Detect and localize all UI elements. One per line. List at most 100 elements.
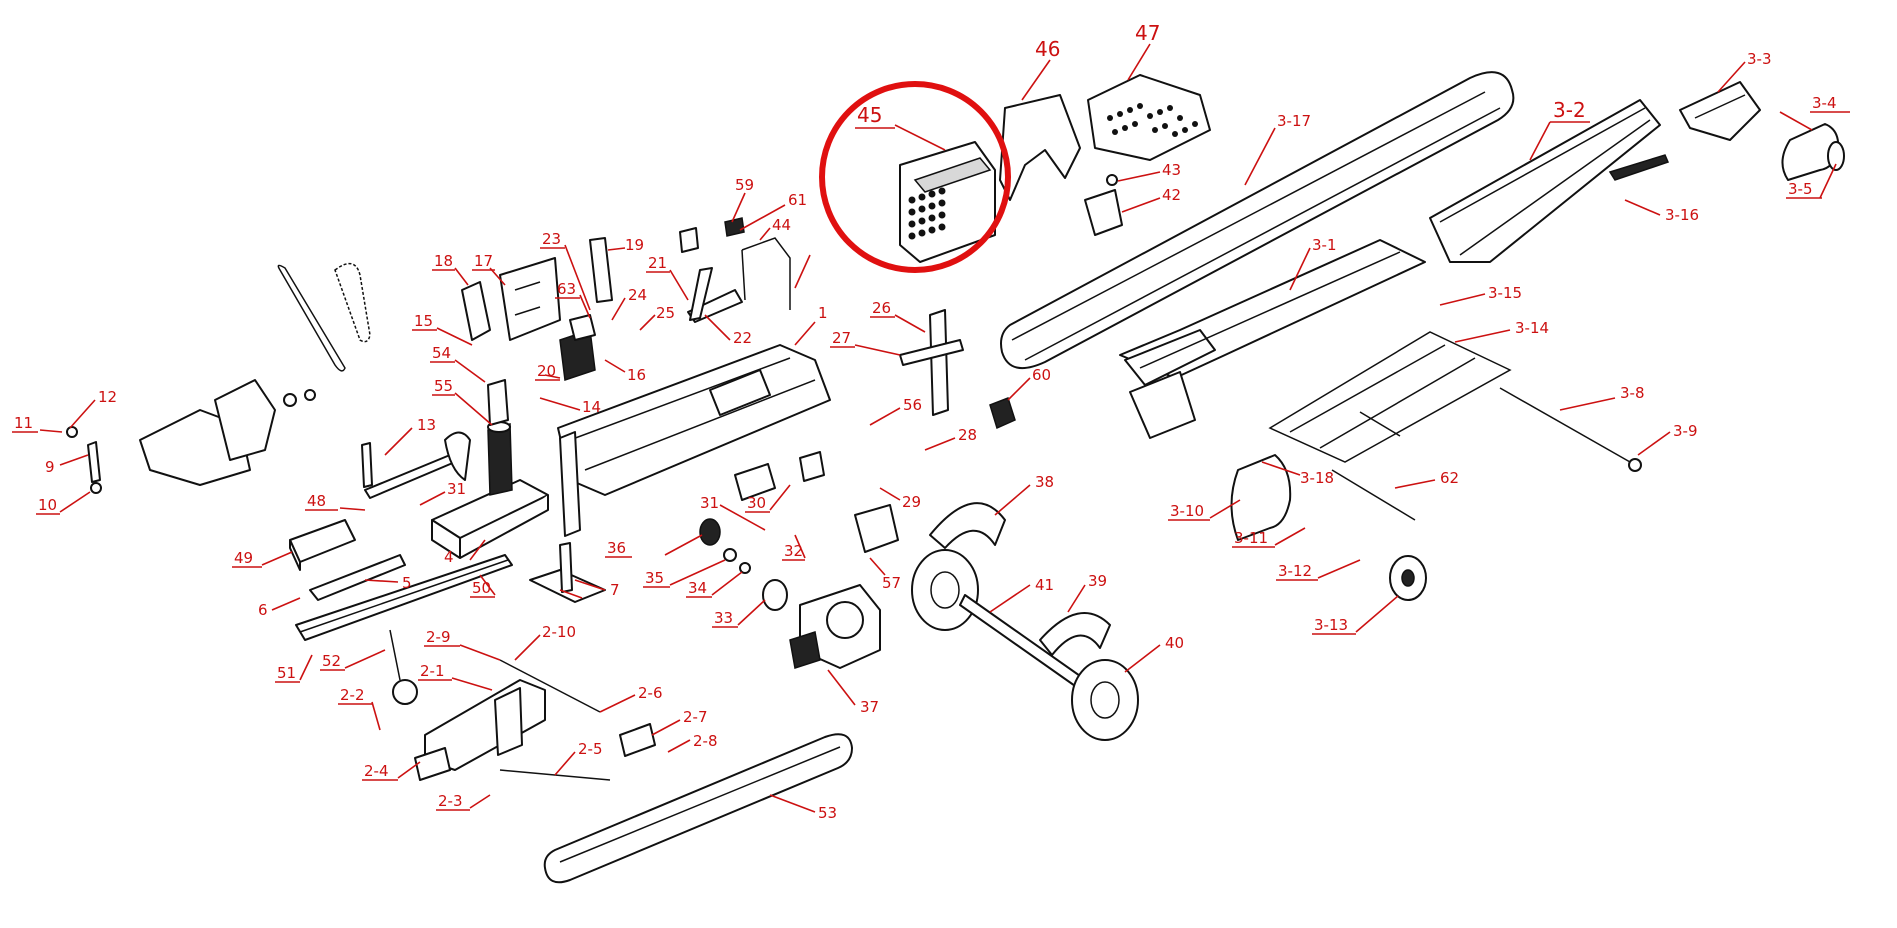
spring-55 <box>487 421 513 496</box>
callout-18: 18 <box>434 252 453 270</box>
perforation-holes <box>908 187 946 240</box>
bracket-61 <box>724 217 745 237</box>
callout-2-9: 2-9 <box>426 628 451 646</box>
callout-22: 22 <box>733 329 752 347</box>
fender-39 <box>1039 612 1111 656</box>
callout-35: 35 <box>645 569 664 587</box>
plate-18 <box>461 281 491 341</box>
callout-12: 12 <box>98 388 117 406</box>
callout-19: 19 <box>625 236 644 254</box>
callout-2-4: 2-4 <box>364 762 389 780</box>
wheel-left <box>911 549 979 631</box>
callout-3-9: 3-9 <box>1673 422 1698 440</box>
conveyor-frame-3-1 <box>1119 239 1426 439</box>
callout-28: 28 <box>958 426 977 444</box>
callout-41: 41 <box>1035 576 1054 594</box>
callout-50: 50 <box>472 579 491 597</box>
callout-52: 52 <box>322 652 341 670</box>
callout-3-12: 3-12 <box>1278 562 1312 580</box>
callout-26: 26 <box>872 299 891 317</box>
callout-4: 4 <box>444 548 454 566</box>
callout-9: 9 <box>45 458 55 476</box>
callout-44: 44 <box>772 216 791 234</box>
callout-51: 51 <box>277 664 296 682</box>
lever-21-22 <box>687 267 743 323</box>
callout-38: 38 <box>1035 473 1054 491</box>
callout-43: 43 <box>1162 161 1181 179</box>
callout-3-16: 3-16 <box>1665 206 1699 224</box>
beam-50 <box>295 554 513 641</box>
part-drawings <box>66 71 1845 884</box>
callout-60: 60 <box>1032 366 1051 384</box>
fender-38 <box>929 502 1006 549</box>
splitter-body-1 <box>557 344 831 537</box>
callout-10: 10 <box>38 496 57 514</box>
small-parts-9-12 <box>66 426 102 494</box>
frame-3-14 <box>1268 331 1512 463</box>
callout-1: 1 <box>818 304 828 322</box>
bracket-44 <box>741 237 791 310</box>
callout-27: 27 <box>832 329 851 347</box>
grate-holes <box>1107 103 1198 137</box>
bracket-46 <box>999 94 1081 201</box>
callout-34: 34 <box>688 579 707 597</box>
callout-39: 39 <box>1088 572 1107 590</box>
callout-49: 49 <box>234 549 253 567</box>
callout-40: 40 <box>1165 634 1184 652</box>
axle-3-8 <box>1499 387 1642 472</box>
callout-2-6: 2-6 <box>638 684 663 702</box>
callout-48: 48 <box>307 492 326 510</box>
callout-2-10: 2-10 <box>542 623 576 641</box>
callouts: 46 47 45 43 42 3-17 3-2 3-3 3-4 3-5 3-16… <box>12 21 1850 822</box>
callout-15: 15 <box>414 312 433 330</box>
shaft-2-6 <box>499 659 601 713</box>
callout-21: 21 <box>648 254 667 272</box>
callout-3-15: 3-15 <box>1488 284 1522 302</box>
conveyor-belt-3-17 <box>1000 71 1515 370</box>
top-mount-3-3 <box>1679 81 1761 141</box>
pump-stack-33-36 <box>699 518 788 611</box>
callout-53: 53 <box>818 804 837 822</box>
callout-2-5: 2-5 <box>578 740 603 758</box>
callout-2-3: 2-3 <box>438 792 463 810</box>
callout-3-13: 3-13 <box>1314 616 1348 634</box>
perforated-grate-47 <box>1087 74 1211 161</box>
roller-2-7 <box>619 723 656 757</box>
part-54 <box>487 379 509 426</box>
box-57 <box>854 504 899 553</box>
callout-45: 45 <box>857 103 882 127</box>
callout-62: 62 <box>1440 469 1459 487</box>
plate-19 <box>589 237 613 303</box>
box-30 <box>734 451 825 501</box>
box-49 <box>289 519 356 571</box>
callout-2-2: 2-2 <box>340 686 365 704</box>
callout-11: 11 <box>14 414 33 432</box>
callout-14: 14 <box>582 398 601 416</box>
callout-3-17: 3-17 <box>1277 112 1311 130</box>
callout-24: 24 <box>628 286 647 304</box>
conveyor-trough-3-2 <box>1429 99 1670 263</box>
callout-3-3: 3-3 <box>1747 50 1772 68</box>
conveyor-belt-53 <box>543 733 853 884</box>
callout-54: 54 <box>432 344 451 362</box>
callout-30: 30 <box>747 494 766 512</box>
roller-2-4 <box>414 747 451 781</box>
callout-36: 36 <box>607 539 626 557</box>
callout-3-2: 3-2 <box>1553 98 1586 122</box>
callout-6: 6 <box>258 601 268 619</box>
callout-32: 32 <box>784 542 803 560</box>
callout-3-18: 3-18 <box>1300 469 1334 487</box>
callout-3-14: 3-14 <box>1515 319 1549 337</box>
callout-37: 37 <box>860 698 879 716</box>
callout-56: 56 <box>903 396 922 414</box>
callout-33: 33 <box>714 609 733 627</box>
plate-26 <box>899 309 964 416</box>
callout-47: 47 <box>1135 21 1160 45</box>
rod-62 <box>1331 469 1416 521</box>
callout-2-1: 2-1 <box>420 662 445 680</box>
caster-52 <box>389 629 418 705</box>
chain-assembly <box>277 262 371 372</box>
callout-31a: 31 <box>447 480 466 498</box>
coupling-3-13 <box>1389 555 1427 601</box>
callout-59: 59 <box>735 176 754 194</box>
